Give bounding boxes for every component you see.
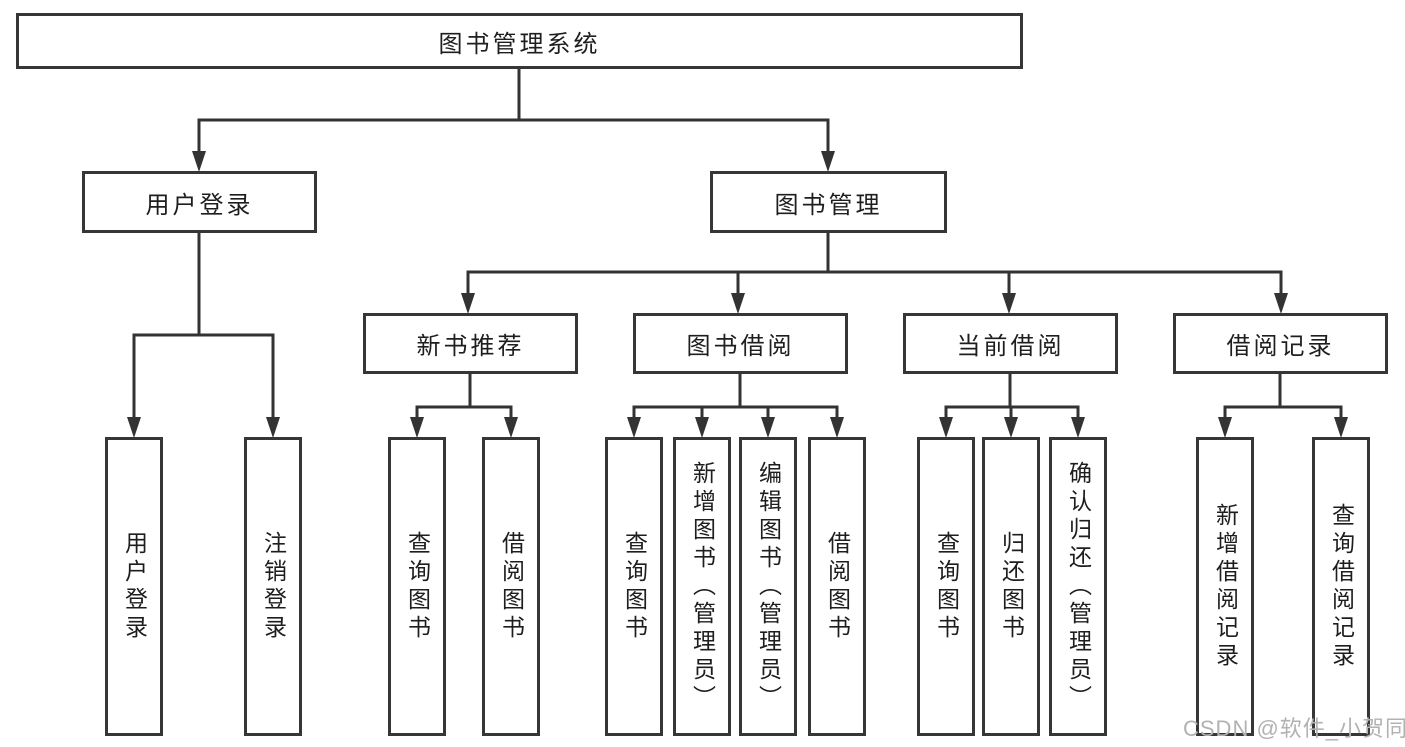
leaf-bb-edit-books: 编辑图书（管理员）	[739, 437, 797, 736]
leaf-cb-return-books: 归还图书	[982, 437, 1040, 736]
node-borrowing-records: 借阅记录	[1173, 313, 1388, 374]
leaf-cb-query-books: 查询图书	[917, 437, 975, 736]
leaf-nbr-query-books: 查询图书	[388, 437, 446, 736]
node-root: 图书管理系统	[16, 13, 1023, 69]
node-book-borrowing: 图书借阅	[633, 313, 848, 374]
leaf-nbr-borrow-books: 借阅图书	[482, 437, 540, 736]
node-book-management: 图书管理	[710, 171, 947, 233]
leaf-br-query-record: 查询借阅记录	[1312, 437, 1370, 736]
csdn-watermark: CSDN @软件_小贺同学	[1183, 716, 1405, 741]
leaf-logout: 注销登录	[244, 437, 302, 736]
node-new-book-recommendation: 新书推荐	[363, 313, 578, 374]
leaf-bb-borrow-books: 借阅图书	[808, 437, 866, 736]
node-user-login: 用户登录	[82, 171, 317, 233]
leaf-cb-confirm-return: 确认归还（管理员）	[1049, 437, 1107, 736]
leaf-bb-query-books: 查询图书	[605, 437, 663, 736]
arrowheads	[127, 151, 1348, 438]
leaf-bb-add-books: 新增图书（管理员）	[673, 437, 731, 736]
leaf-user-login: 用户登录	[105, 437, 163, 736]
leaf-br-add-record: 新增借阅记录	[1196, 437, 1254, 736]
node-current-borrowing: 当前借阅	[903, 313, 1118, 374]
